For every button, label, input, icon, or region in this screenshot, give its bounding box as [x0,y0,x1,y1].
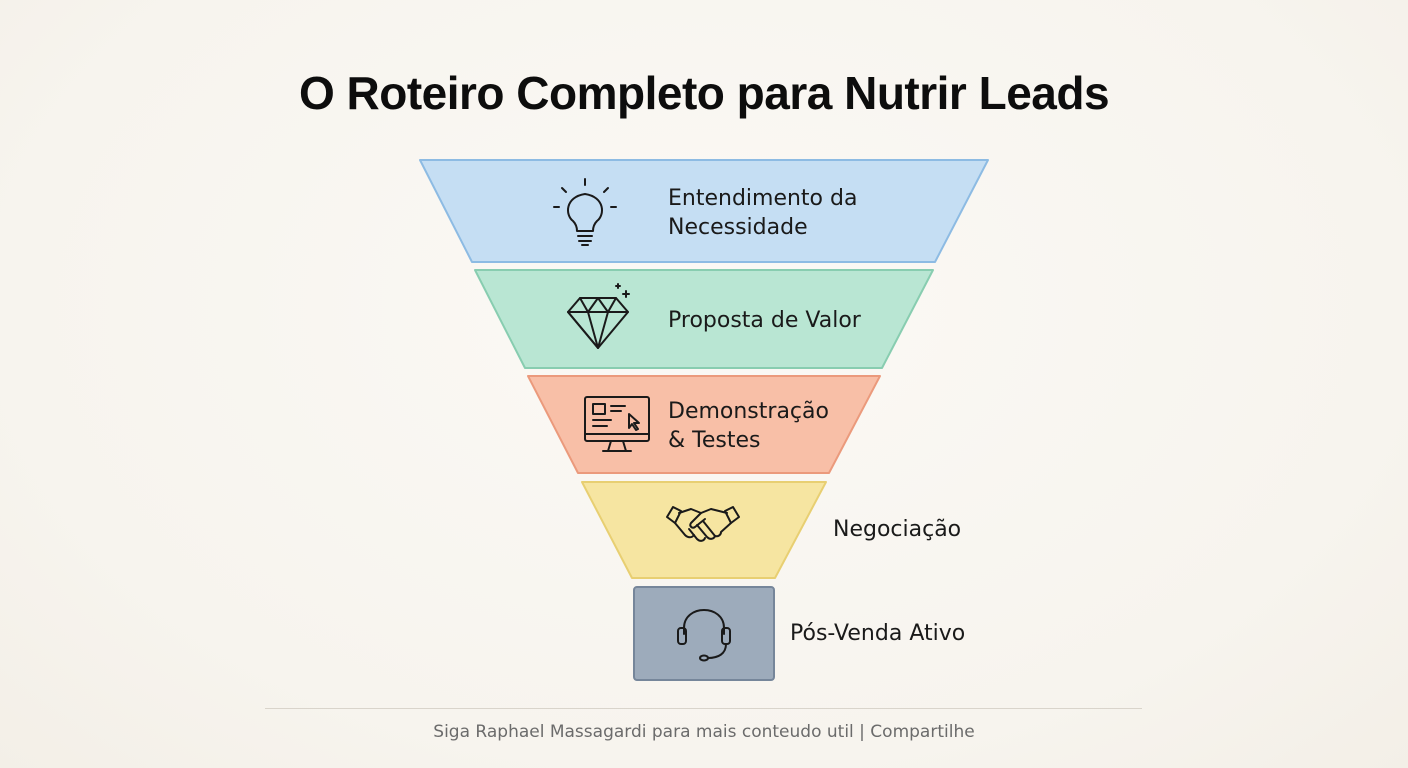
funnel-stage-2-shape [474,269,934,369]
monitor-icon [584,396,650,452]
diamond-icon [567,283,630,349]
funnel-stage-2-label: Proposta de Valor [668,306,861,335]
funnel-stage-1-label: Entendimento da Necessidade [668,184,857,242]
funnel-stage-4-label: Negociação [833,515,961,544]
funnel-stage-4-shape [581,481,827,579]
stage-label-line: Necessidade [668,215,808,240]
stage-label-line: Negociação [833,517,962,542]
stage-label-line: Entendimento da [668,186,858,211]
stage-label-line: & Testes [668,428,761,453]
funnel-stage-3-shape [527,375,881,474]
stage-label-line: Demonstração [668,399,829,424]
footer-credit: Siga Raphael Massagardi para mais conteu… [433,722,975,742]
headset-icon [677,609,731,662]
page-title: O Roteiro Completo para Nutrir Leads [298,67,1110,119]
funnel-stage-5-label: Pós-Venda Ativo [790,619,965,648]
handshake-icon [666,506,740,542]
funnel-stage-5-shape [633,586,775,681]
stage-label-line: Proposta de Valor [668,308,861,333]
footer-divider [265,708,1142,709]
funnel-stage-3-label: Demonstração & Testes [668,397,829,455]
funnel-stage-1-shape [419,159,989,263]
lightbulb-icon [553,178,617,246]
stage-label-line: Pós-Venda Ativo [790,621,966,646]
